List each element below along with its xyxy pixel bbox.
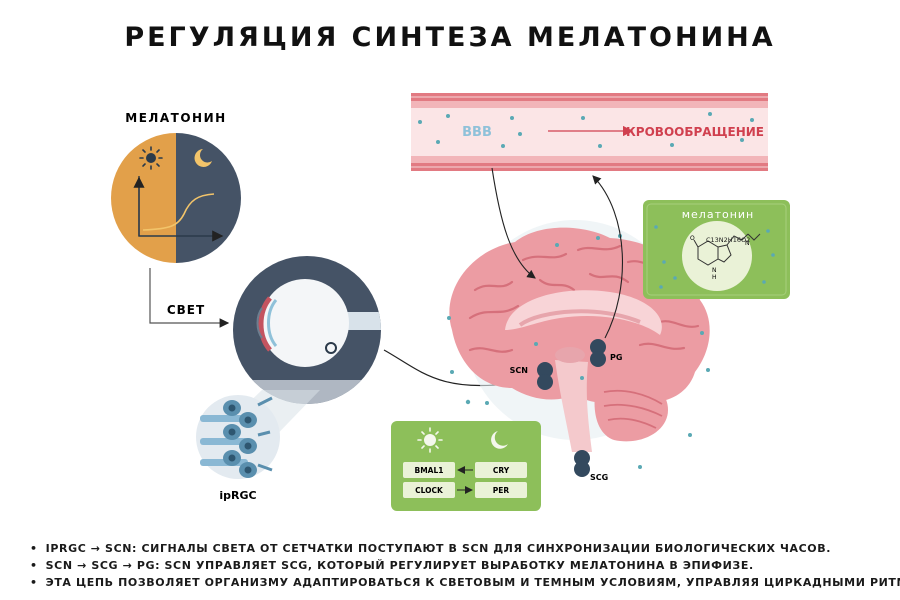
melatonin-curve	[133, 176, 224, 242]
molecule-box-particles	[654, 225, 775, 289]
page-title: РЕГУЛЯЦИЯ СИНТЕЗА МЕЛАТОНИНА	[124, 22, 776, 53]
melatonin-chart-label: МЕЛАТОНИН	[125, 111, 226, 125]
summary-bullets: IPRGC → SCN: СИГНАЛЫ СВЕТА ОТ СЕТЧАТКИ П…	[30, 540, 900, 591]
per-label: PER	[493, 486, 510, 495]
iprgc-label: ipRGC	[219, 489, 256, 502]
scn-label: SCN	[510, 366, 528, 375]
sun-icon	[139, 146, 163, 170]
circulation-label: КРОВООБРАЩЕНИЕ	[626, 125, 764, 139]
melatonin-box-label: мелатонин	[682, 208, 755, 221]
molecule-structure-icon	[693, 233, 761, 266]
pg-node	[590, 339, 606, 367]
molecule-circle	[682, 221, 752, 291]
atom-n-label: N	[712, 267, 717, 274]
pg-label: PG	[610, 353, 622, 362]
scg-label: SCG	[590, 473, 608, 482]
bmal1-label: BMAL1	[415, 466, 444, 475]
scg-node	[574, 450, 590, 477]
summary-bullet: IPRGC → SCN: СИГНАЛЫ СВЕТА ОТ СЕТЧАТКИ П…	[30, 540, 890, 557]
summary-bullet: SCN → SCG → PG: SCN УПРАВЛЯЕТ SCG, КОТОР…	[30, 557, 890, 574]
atom-nh-label: N	[745, 240, 750, 247]
bbb-label: BBB	[462, 125, 492, 140]
atom-o-label: O	[690, 235, 695, 242]
summary-bullet: ЭТА ЦЕПЬ ПОЗВОЛЯЕТ ОРГАНИЗМУ АДАПТИРОВАТ…	[30, 574, 900, 591]
vessel-particles	[418, 112, 754, 148]
clock-label: CLOCK	[415, 486, 444, 495]
scn-node	[537, 362, 553, 390]
formula-label: C13N2H16O2	[706, 236, 750, 244]
moon-icon	[194, 149, 212, 167]
blood-vessel	[411, 93, 768, 171]
pg-to-vessel-arrow	[592, 175, 623, 339]
vessel-to-brain-arrow	[491, 167, 536, 279]
chart-to-eye-arrow	[149, 268, 230, 328]
iprgc-cells-illustration	[196, 395, 280, 479]
melatonin-daynight-chart	[111, 133, 241, 263]
atom-h-label: H	[712, 274, 717, 281]
clock-sun-icon	[417, 427, 443, 453]
clock-gene-cells	[403, 462, 527, 498]
cry-label: CRY	[493, 466, 510, 475]
light-label: СВЕТ	[167, 303, 205, 317]
clock-moon-icon	[491, 431, 508, 449]
